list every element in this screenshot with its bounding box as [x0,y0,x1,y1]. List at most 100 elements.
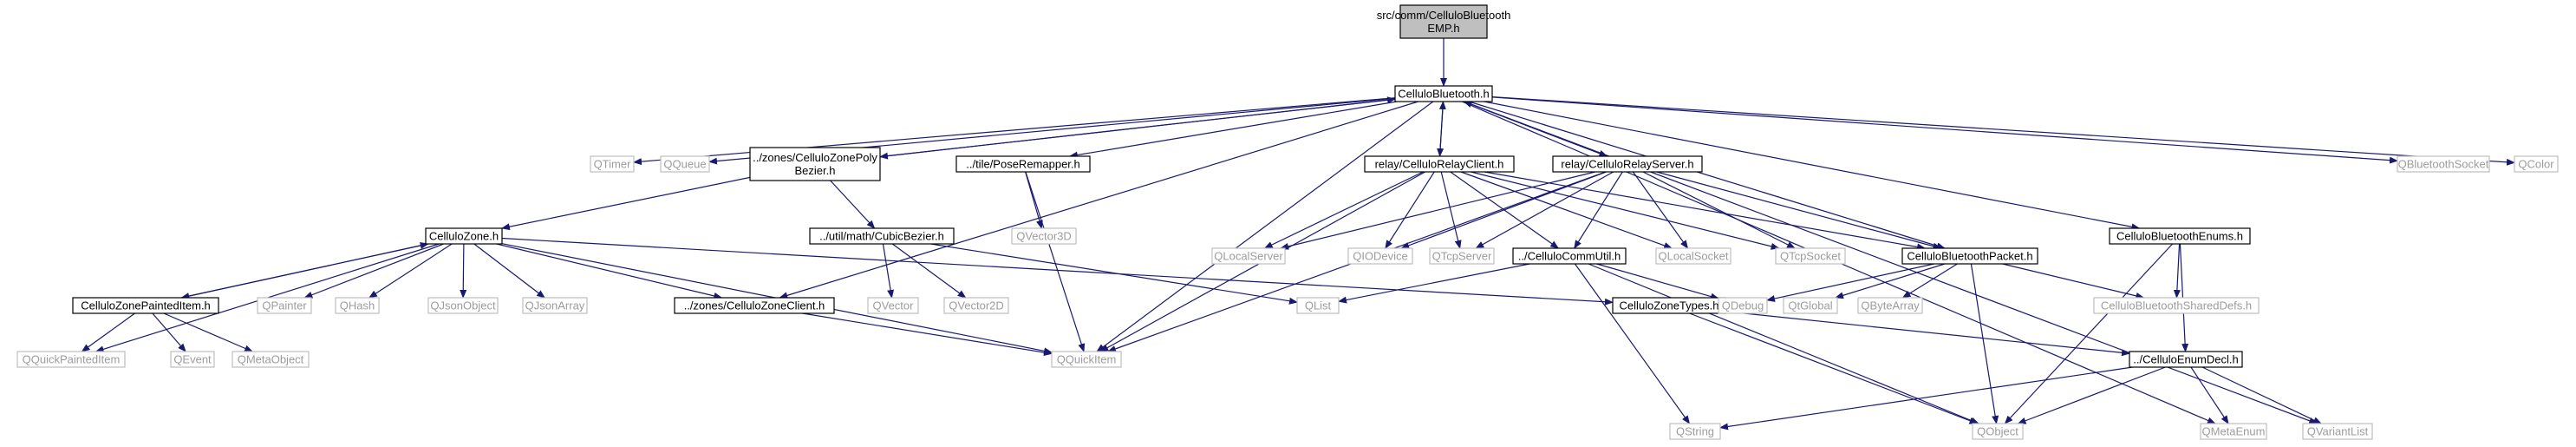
node-pose_remapper[interactable]: ../tile/PoseRemapper.h [955,155,1091,173]
node-label-zone_painted_item: CelluloZonePaintedItem.h [81,299,211,312]
node-label-enum_decl: ../CelluloEnumDecl.h [2133,353,2238,366]
node-label-qvariantlist: QVariantList [2307,425,2369,438]
edge-zone_painted_item-to-qevent [152,312,186,352]
node-box-qhash [335,297,380,314]
edge-bluetooth_enums-to-qobject [2004,243,2174,424]
edge-cellulo_zone-to-qpainter [303,243,444,299]
node-label-qmetaenum: QMetaEnum [2202,425,2266,438]
node-box-bluetooth_packet [1901,247,2038,265]
node-cubic_bezier[interactable]: ../util/math/CubicBezier.h [809,227,955,245]
node-label-zone_poly_bezier: Bezier.h [795,164,836,177]
edge-bluetooth_packet-to-qdebug [1766,263,1934,302]
node-box-qvector2d [943,297,1009,314]
node-qtcpserver: QTcpServer [1429,247,1495,265]
edge-bluetooth_enums-to-shared_defs [2173,243,2181,299]
node-qquickitem: QQuickItem [1051,351,1122,368]
node-box-root [1399,4,1488,39]
edge-zone_types-to-qobject [1689,312,1979,424]
node-box-zone_painted_item [72,297,219,314]
edge-zone_types-to-enum_decl [1725,311,2130,357]
node-relay_client[interactable]: relay/CelluloRelayClient.h [1364,155,1515,173]
node-qtcpsocket: QTcpSocket [1775,247,1846,265]
node-comm_util[interactable]: ../CelluloCommUtil.h [1512,247,1627,265]
node-label-qbluetoothsocket: QBluetoothSocket [2398,158,2489,171]
node-label-bluetooth_enums: CelluloBluetoothEnums.h [2116,230,2243,243]
node-zone_client[interactable]: ../zones/CelluloZoneClient.h [674,297,835,314]
node-label-qobject: QObject [1977,425,2018,438]
node-box-shared_defs [2093,297,2260,314]
node-qjsonobject: QJsonObject [427,297,499,314]
node-qqueue: QQueue [660,155,710,173]
node-box-qlist [1296,297,1340,314]
node-qmetaobject: QMetaObject [232,351,310,368]
edge-relay_client-to-qlocalserver [1263,171,1424,249]
node-relay_server[interactable]: relay/CelluloRelayServer.h [1552,155,1703,173]
node-label-qquickitem: QQuickItem [1057,353,1117,366]
node-qhash: QHash [335,297,380,314]
node-label-qlist: QList [1305,299,1332,312]
node-box-zone_poly_bezier [749,147,881,181]
edge-pose_remapper-to-qvector3d [1025,171,1043,229]
edge-cellulo_bluetooth-to-qquickitem [1096,101,1434,352]
node-label-pose_remapper: ../tile/PoseRemapper.h [966,158,1080,171]
node-label-zone_poly_bezier: ../zones/CelluloZonePoly [753,151,877,164]
node-label-root: src/comm/CelluloBluetooth [1377,9,1511,22]
edge-comm_util-to-qdebug [1596,263,1719,300]
node-qstring: QString [1669,423,1721,440]
node-label-shared_defs: CelluloBluetoothSharedDefs.h [2101,299,2252,312]
node-box-qtimer [590,155,635,173]
node-qjsonarray: QJsonArray [522,297,588,314]
edge-cellulo_bluetooth-to-qbluetoothsocket [1491,96,2398,164]
node-box-zone_client [674,297,835,314]
node-label-root: EMP.h [1427,22,1459,35]
node-qcolor: QColor [2514,155,2559,173]
node-box-qdebug [1718,297,1768,314]
edge-relay_server-to-qlocalsocket [1632,171,1689,249]
edge-cellulo_bluetooth-to-qcolor [1491,96,2515,166]
edge-cellulo_zone-to-qjsonarray [473,243,545,299]
node-label-qstring: QString [1676,425,1714,438]
edge-cubic_bezier-to-qvector2d [891,243,967,299]
edge-cellulo_bluetooth-to-bluetooth_enums [1484,101,2141,231]
node-label-qhash: QHash [340,299,375,312]
edge-relay_client-to-bluetooth_packet [1484,171,1927,251]
node-qmetaenum: QMetaEnum [2200,423,2267,440]
node-qpainter: QPainter [257,297,312,314]
node-qvector3d: QVector3D [1011,227,1077,245]
edge-layer [81,38,2515,431]
node-bluetooth_packet[interactable]: CelluloBluetoothPacket.h [1901,247,2038,265]
node-box-comm_util [1512,247,1627,265]
node-label-qvector3d: QVector3D [1016,230,1072,243]
node-box-qmetaobject [232,351,310,368]
node-box-cellulo_bluetooth [1394,85,1493,102]
node-qbytearray: QByteArray [1857,297,1923,314]
edge-relay_server-to-bluetooth_packet [1656,171,1942,250]
node-qiodevice: QIODevice [1347,247,1413,265]
node-box-qlocalserver [1211,247,1286,265]
node-box-qevent [170,351,215,368]
node-cellulo_zone[interactable]: CelluloZone.h [425,227,503,245]
node-zone_painted_item[interactable]: CelluloZonePaintedItem.h [72,297,219,314]
edge-zone_poly_bezier-to-cellulo_bluetooth [879,96,1396,158]
edge-relay_client-to-qtcpserver [1440,171,1462,249]
node-enum_decl[interactable]: ../CelluloEnumDecl.h [2129,351,2243,368]
edge-zone_poly_bezier-to-cubic_bezier [830,180,876,229]
edge-cubic_bezier-to-qvector [882,243,895,299]
node-qvariantlist: QVariantList [2302,423,2373,440]
node-box-qlocalsocket [1655,247,1731,265]
node-bluetooth_enums[interactable]: CelluloBluetoothEnums.h [2109,227,2251,245]
node-box-cellulo_zone [425,227,503,245]
node-box-qvector [867,297,919,314]
node-label-bluetooth_packet: CelluloBluetoothPacket.h [1907,250,2032,263]
node-zone_types[interactable]: CelluloZoneTypes.h [1612,297,1726,314]
node-label-qcolor: QColor [2518,158,2554,171]
node-label-comm_util: ../CelluloCommUtil.h [1518,250,1621,263]
node-label-qlocalsocket: QLocalSocket [1659,250,1729,263]
node-cellulo_bluetooth[interactable]: CelluloBluetooth.h [1394,85,1493,102]
node-box-qtglobal [1783,297,1838,314]
node-label-qtcpsocket: QTcpSocket [1780,250,1841,263]
edge-cellulo_zone-to-qjsonobject [460,243,467,299]
